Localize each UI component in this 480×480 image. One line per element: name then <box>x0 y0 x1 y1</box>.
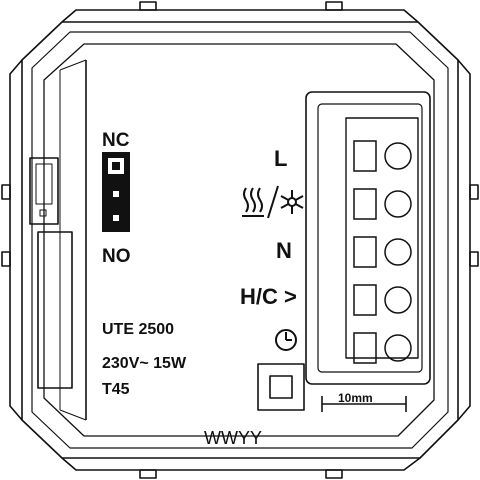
housing-flange-left <box>9 59 23 421</box>
tab-left-lower <box>1 251 11 267</box>
tab-top-right <box>325 1 343 11</box>
housing-flange-top <box>61 9 419 23</box>
jumper-pin-bottom <box>113 215 119 221</box>
tab-right-upper <box>469 184 479 200</box>
clock-icon <box>275 329 297 351</box>
model-number: UTE 2500 <box>102 321 174 338</box>
terminal-wire-slot <box>353 188 377 220</box>
mode-button-inner <box>269 375 293 399</box>
terminal-screw <box>384 334 412 362</box>
jumper-pin-middle <box>113 191 119 197</box>
terminal-screw <box>384 286 412 314</box>
jumper-no-label: NO <box>102 246 131 267</box>
heat-cool-icon <box>242 185 304 219</box>
terminal-row-group <box>353 140 412 364</box>
jumper-block <box>102 152 130 232</box>
tab-top-left <box>139 1 157 11</box>
housing-flange-right <box>457 59 471 421</box>
side-clip-slot <box>35 163 53 205</box>
tab-right-lower <box>469 251 479 267</box>
terminal-label-live: L <box>274 146 287 171</box>
tab-bottom-left <box>139 469 157 479</box>
jumper-cap-pin <box>112 162 120 170</box>
tab-left-upper <box>1 184 11 200</box>
terminal-screw <box>384 238 412 266</box>
mode-button-outer <box>257 363 305 411</box>
terminal-block-outer <box>305 91 431 385</box>
date-code: WWYY <box>204 428 262 448</box>
terminal-wire-slot <box>353 332 377 364</box>
strip-gauge-label: 10mm <box>338 391 373 405</box>
housing-mid <box>43 43 435 437</box>
terminal-wire-slot <box>353 140 377 172</box>
terminal-label-neutral: N <box>276 238 292 263</box>
terminal-5 <box>353 332 412 364</box>
side-panel <box>37 231 73 389</box>
side-clip-hole <box>39 209 47 217</box>
terminal-2 <box>353 188 412 220</box>
terminal-4 <box>353 284 412 316</box>
terminal-label-hc: H/C > <box>240 284 297 309</box>
housing-inner <box>31 31 449 449</box>
jumper-nc-label: NC <box>102 130 130 151</box>
terminal-wire-slot <box>353 236 377 268</box>
terminal-screw <box>384 190 412 218</box>
terminal-wire-slot <box>353 284 377 316</box>
terminal-screw <box>384 142 412 170</box>
terminal-block-body <box>345 117 419 359</box>
terminal-1 <box>353 140 412 172</box>
side-clip <box>29 157 59 225</box>
housing-flange-bottom <box>61 457 421 471</box>
temperature-class: T45 <box>102 381 130 398</box>
tab-bottom-right <box>325 469 343 479</box>
power-rating: 230V~ 15W <box>102 355 187 372</box>
terminal-3 <box>353 236 412 268</box>
terminal-block-inner <box>317 103 423 373</box>
